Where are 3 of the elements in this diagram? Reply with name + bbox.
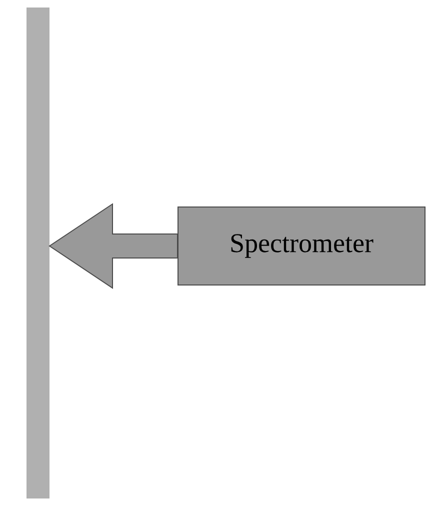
vertical-bar	[26, 8, 50, 498]
spectrometer-box: Spectrometer	[178, 206, 426, 286]
block-arrow	[48, 203, 178, 289]
